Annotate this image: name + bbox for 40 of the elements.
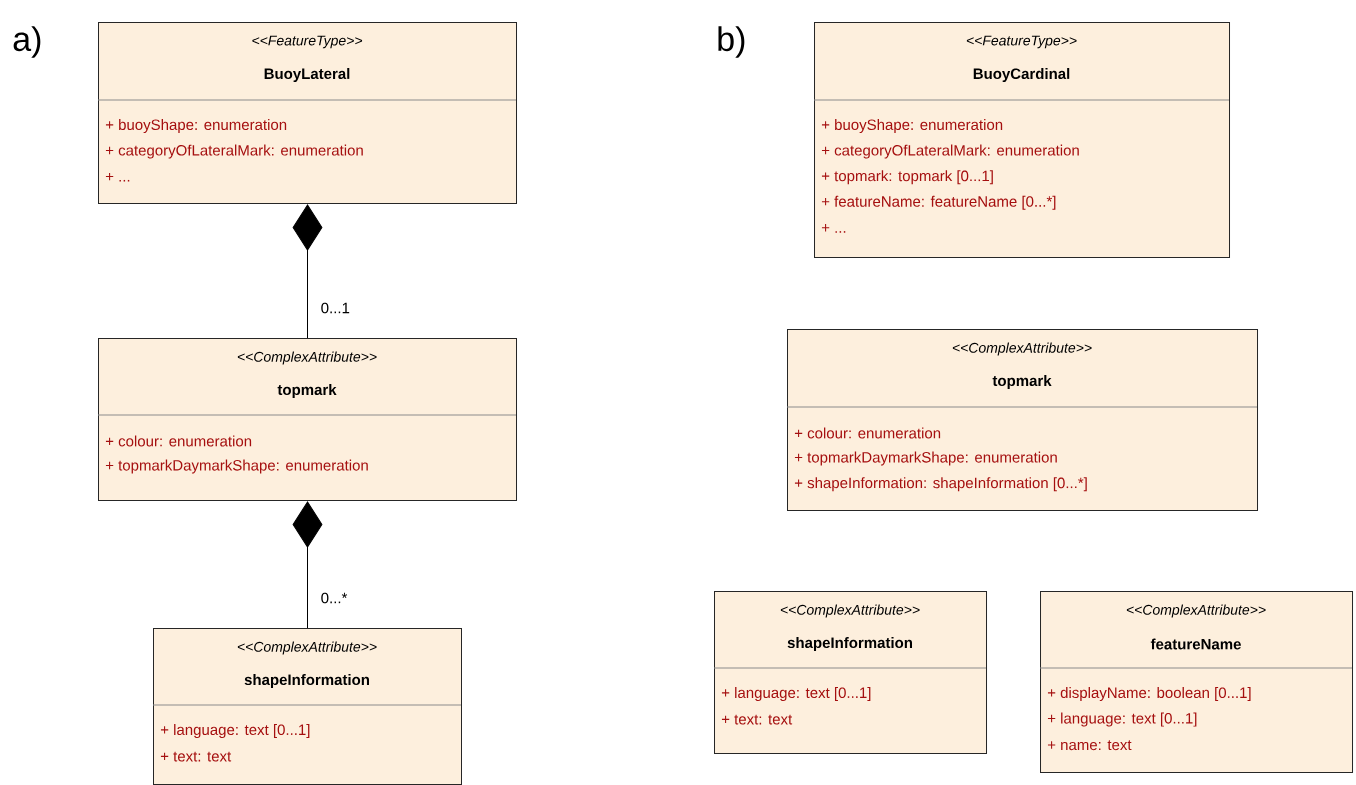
attribute: + topmarkDaymarkShape: enumeration [794,451,1057,466]
attribute: + text: text [160,751,232,762]
attribute: + categoryOfLateralMark: enumeration [105,144,363,159]
multiplicity-label: 0...1 [321,302,350,314]
attribute: + colour: enumeration [105,435,252,447]
attribute: + ... [105,172,130,182]
attribute: + ... [821,224,846,233]
class-name: BuoyCardinal [973,68,1070,82]
attribute: + text: text [721,714,793,725]
attribute: + featureName: featureName [0...*] [821,195,1056,210]
stereotype-label: <<ComplexAttribute>> [952,342,1092,356]
stereotype-label: <<ComplexAttribute>> [780,604,920,618]
class-name: shapeInformation [787,637,912,651]
class-name: shapeInformation [244,674,369,688]
composition-line [292,501,323,629]
attribute: + topmark: topmark [0...1] [821,170,993,185]
panel-label: a) [13,26,41,58]
stereotype-label: <<FeatureType>> [252,35,363,49]
stereotype-label: <<ComplexAttribute>> [237,641,377,655]
attribute: + language: text [0...1] [160,724,310,738]
attribute: + name: text [1047,740,1132,751]
stereotype-label: <<ComplexAttribute>> [1126,604,1266,618]
class-name: topmark [277,384,337,398]
class-name: BuoyLateral [264,68,350,82]
attribute: + shapeInformation: shapeInformation [0...*] [794,477,1087,492]
attribute: + language: text [0...1] [721,687,871,701]
attribute: + categoryOfLateralMark: enumeration [821,144,1079,159]
stereotype-label: <<FeatureType>> [966,35,1077,49]
attribute: + colour: enumeration [794,427,941,439]
stereotype-label: <<ComplexAttribute>> [237,351,377,365]
attribute: + buoyShape: enumeration [105,119,287,133]
attribute: + language: text [0...1] [1047,712,1197,727]
attribute: + topmarkDaymarkShape: enumeration [105,459,368,474]
class-name: topmark [992,375,1052,389]
attribute: + buoyShape: enumeration [821,119,1003,133]
multiplicity-label: 0...* [321,592,348,604]
composition-line [292,204,323,339]
attribute: + displayName: boolean [0...1] [1047,687,1251,701]
panel-label: b) [718,26,745,58]
class-name: featureName [1150,638,1241,650]
